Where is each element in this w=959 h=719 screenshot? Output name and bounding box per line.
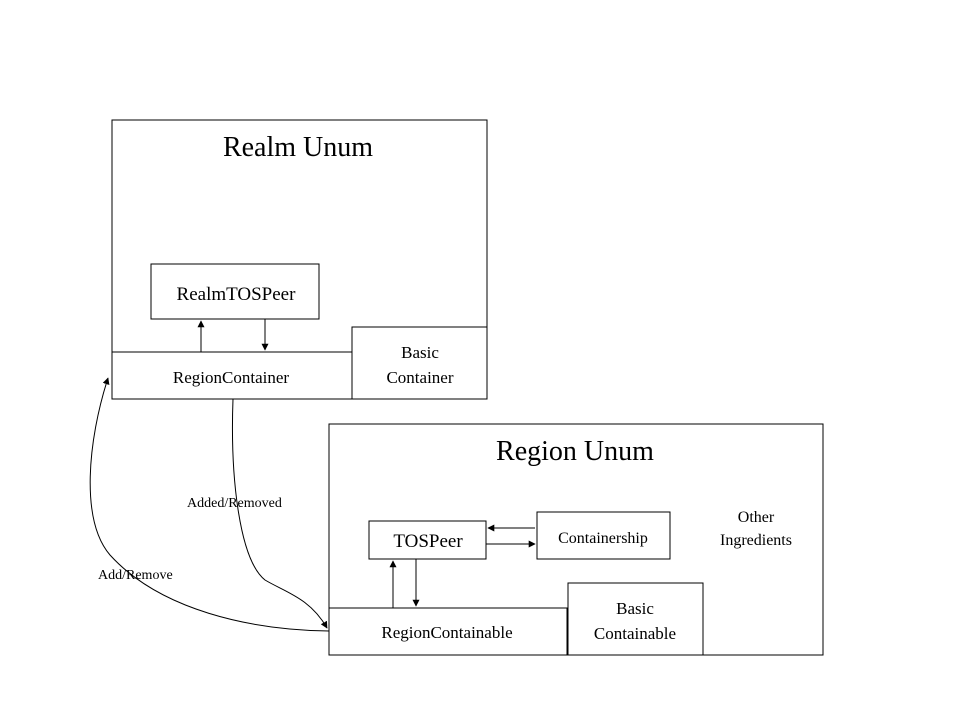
tos-peer-label: TOSPeer <box>393 531 463 552</box>
basic-container-line-2: Container <box>386 368 453 387</box>
realm-tos-peer-box: RealmTOSPeer <box>150 263 320 320</box>
basic-containable-box: Basic Containable <box>567 582 704 656</box>
realm-unum-title: Realm Unum <box>223 132 373 163</box>
basic-containable-line-1: Basic <box>616 599 654 618</box>
added-removed-curve <box>232 398 328 629</box>
region-container-box: RegionContainer <box>111 351 353 400</box>
add-remove-curve <box>89 377 330 632</box>
added-removed-label: Added/Removed <box>187 496 282 511</box>
other-ingredients-line-2: Ingredients <box>720 532 792 549</box>
containership-label: Containership <box>558 530 648 547</box>
add-remove-label: Add/Remove <box>98 568 173 583</box>
region-containable-label: RegionContainable <box>381 623 512 642</box>
region-container-label: RegionContainer <box>173 368 289 387</box>
basic-container-line-1: Basic <box>401 343 439 362</box>
containership-box: Containership <box>536 511 671 560</box>
realm-tos-peer-label: RealmTOSPeer <box>177 284 297 305</box>
region-unum-title: Region Unum <box>496 436 654 467</box>
basic-containable-line-2: Containable <box>594 624 676 643</box>
basic-container-box: Basic Container <box>351 326 488 400</box>
other-ingredients-line-1: Other <box>738 509 775 526</box>
other-ingredients-label: Other Ingredients <box>720 509 792 549</box>
tos-peer-box: TOSPeer <box>368 520 487 560</box>
region-containable-box: RegionContainable <box>328 607 568 656</box>
